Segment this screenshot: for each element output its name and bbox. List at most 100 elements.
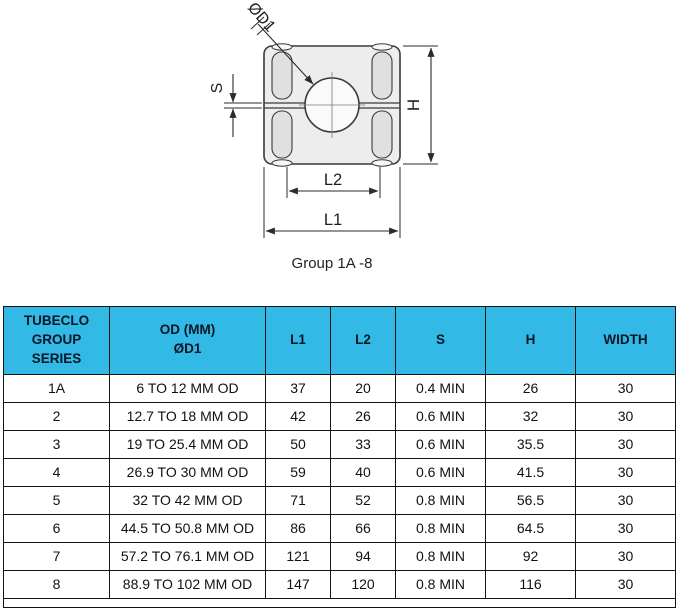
dim-s: S <box>209 74 262 137</box>
col-header-group-series: TUBECLO GROUP SERIES <box>3 306 110 375</box>
header-label: S <box>435 331 445 347</box>
col-header-s: S <box>395 306 486 375</box>
l2-label: L2 <box>324 171 342 189</box>
table-cell: 26 <box>485 373 576 403</box>
table-cell: 33 <box>330 429 396 459</box>
table-footer-strip <box>3 597 676 608</box>
dim-l1: L1 <box>263 167 401 238</box>
technical-drawing: ØD1 S H <box>209 0 438 272</box>
table-cell: 0.8 MIN <box>395 541 486 571</box>
table-cell: 32 <box>485 401 576 431</box>
bolt-hole-opening <box>371 159 393 167</box>
d1-label: ØD1 <box>244 0 278 36</box>
table-cell: 88.9 TO 102 MM OD <box>109 569 266 599</box>
table-cell: 12.7 TO 18 MM OD <box>109 401 266 431</box>
table-cell: 64.5 <box>485 513 576 543</box>
table-cell: 66 <box>330 513 396 543</box>
table-cell: 94 <box>330 541 396 571</box>
table-header-row: TUBECLO GROUP SERIES OD (MM) ØD1 L1 L2 S <box>3 306 676 375</box>
table-row: 5 32 TO 42 MM OD 71 52 0.8 MIN 56.5 30 <box>3 485 676 515</box>
table-cell: 0.6 MIN <box>395 429 486 459</box>
table-cell: 44.5 TO 50.8 MM OD <box>109 513 266 543</box>
table-cell: 0.8 MIN <box>395 513 486 543</box>
table-cell: 0.8 MIN <box>395 485 486 515</box>
table-cell: 20 <box>330 373 396 403</box>
s-label: S <box>209 83 226 94</box>
l1-label: L1 <box>324 211 342 229</box>
table-cell: 116 <box>485 569 576 599</box>
table-cell: 4 <box>3 457 110 487</box>
table-cell: 32 TO 42 MM OD <box>109 485 266 515</box>
table-cell: 120 <box>330 569 396 599</box>
header-label: TUBECLO <box>23 313 90 328</box>
col-header-od: OD (MM) ØD1 <box>109 306 266 375</box>
table-cell: 2 <box>3 401 110 431</box>
bolt-slot <box>271 51 293 100</box>
table-row: 6 44.5 TO 50.8 MM OD 86 66 0.8 MIN 64.5 … <box>3 513 676 543</box>
drawing-caption: Group 1A -8 <box>292 255 373 272</box>
table-cell: 30 <box>575 429 676 459</box>
table-cell: 37 <box>265 373 331 403</box>
table-cell: 30 <box>575 401 676 431</box>
header-label: ØD1 <box>173 341 202 357</box>
col-header-width: WIDTH <box>575 306 676 375</box>
dimension-annotations: ØD1 S H <box>209 0 438 238</box>
table-cell: 3 <box>3 429 110 459</box>
table-cell: 59 <box>265 457 331 487</box>
bolt-hole-opening <box>271 159 293 167</box>
col-header-l2: L2 <box>330 306 396 375</box>
bolt-slot <box>271 110 293 159</box>
table-cell: 8 <box>3 569 110 599</box>
table-cell: 30 <box>575 373 676 403</box>
table-cell: 26 <box>330 401 396 431</box>
table-cell: 0.6 MIN <box>395 457 486 487</box>
table-cell: 30 <box>575 513 676 543</box>
table-cell: 92 <box>485 541 576 571</box>
header-label: OD (MM) <box>159 322 216 338</box>
bolt-slot <box>371 110 393 159</box>
table-cell: 5 <box>3 485 110 515</box>
table-cell: 30 <box>575 569 676 599</box>
table-row: 2 12.7 TO 18 MM OD 42 26 0.6 MIN 32 30 <box>3 401 676 431</box>
table-cell: 30 <box>575 541 676 571</box>
table-cell: 147 <box>265 569 331 599</box>
table-cell: 56.5 <box>485 485 576 515</box>
table-cell: 52 <box>330 485 396 515</box>
table-cell: 35.5 <box>485 429 576 459</box>
bolt-hole-opening <box>271 43 293 51</box>
table-row: 8 88.9 TO 102 MM OD 147 120 0.8 MIN 116 … <box>3 569 676 599</box>
table-cell: 71 <box>265 485 331 515</box>
header-label: GROUP SERIES <box>31 331 82 366</box>
table-cell: 19 TO 25.4 MM OD <box>109 429 266 459</box>
table-cell: 41.5 <box>485 457 576 487</box>
table-cell: 57.2 TO 76.1 MM OD <box>109 541 266 571</box>
spec-table: TUBECLO GROUP SERIES OD (MM) ØD1 L1 L2 S <box>3 306 676 608</box>
table-cell: 30 <box>575 485 676 515</box>
header-label: L1 <box>290 331 306 347</box>
table-footer-row <box>3 597 676 608</box>
dim-l2: L2 <box>286 167 381 198</box>
table-cell: 40 <box>330 457 396 487</box>
table-cell: 86 <box>265 513 331 543</box>
table-cell: 50 <box>265 429 331 459</box>
drawing-area: ØD1 S H <box>0 0 679 302</box>
bolt-slot <box>371 51 393 100</box>
table-cell: 1A <box>3 373 110 403</box>
table-row: 4 26.9 TO 30 MM OD 59 40 0.6 MIN 41.5 30 <box>3 457 676 487</box>
col-header-h: H <box>485 306 576 375</box>
table-cell: 6 TO 12 MM OD <box>109 373 266 403</box>
clamp-body <box>263 43 401 167</box>
table-cell: 42 <box>265 401 331 431</box>
table-row: 7 57.2 TO 76.1 MM OD 121 94 0.8 MIN 92 3… <box>3 541 676 571</box>
table-cell: 0.6 MIN <box>395 401 486 431</box>
table-cell: 30 <box>575 457 676 487</box>
table-cell: 0.8 MIN <box>395 569 486 599</box>
dim-h: H <box>403 45 438 165</box>
table-cell: 26.9 TO 30 MM OD <box>109 457 266 487</box>
table-cell: 7 <box>3 541 110 571</box>
col-header-l1: L1 <box>265 306 331 375</box>
table-cell: 0.4 MIN <box>395 373 486 403</box>
table-row: 3 19 TO 25.4 MM OD 50 33 0.6 MIN 35.5 30 <box>3 429 676 459</box>
table-cell: 121 <box>265 541 331 571</box>
